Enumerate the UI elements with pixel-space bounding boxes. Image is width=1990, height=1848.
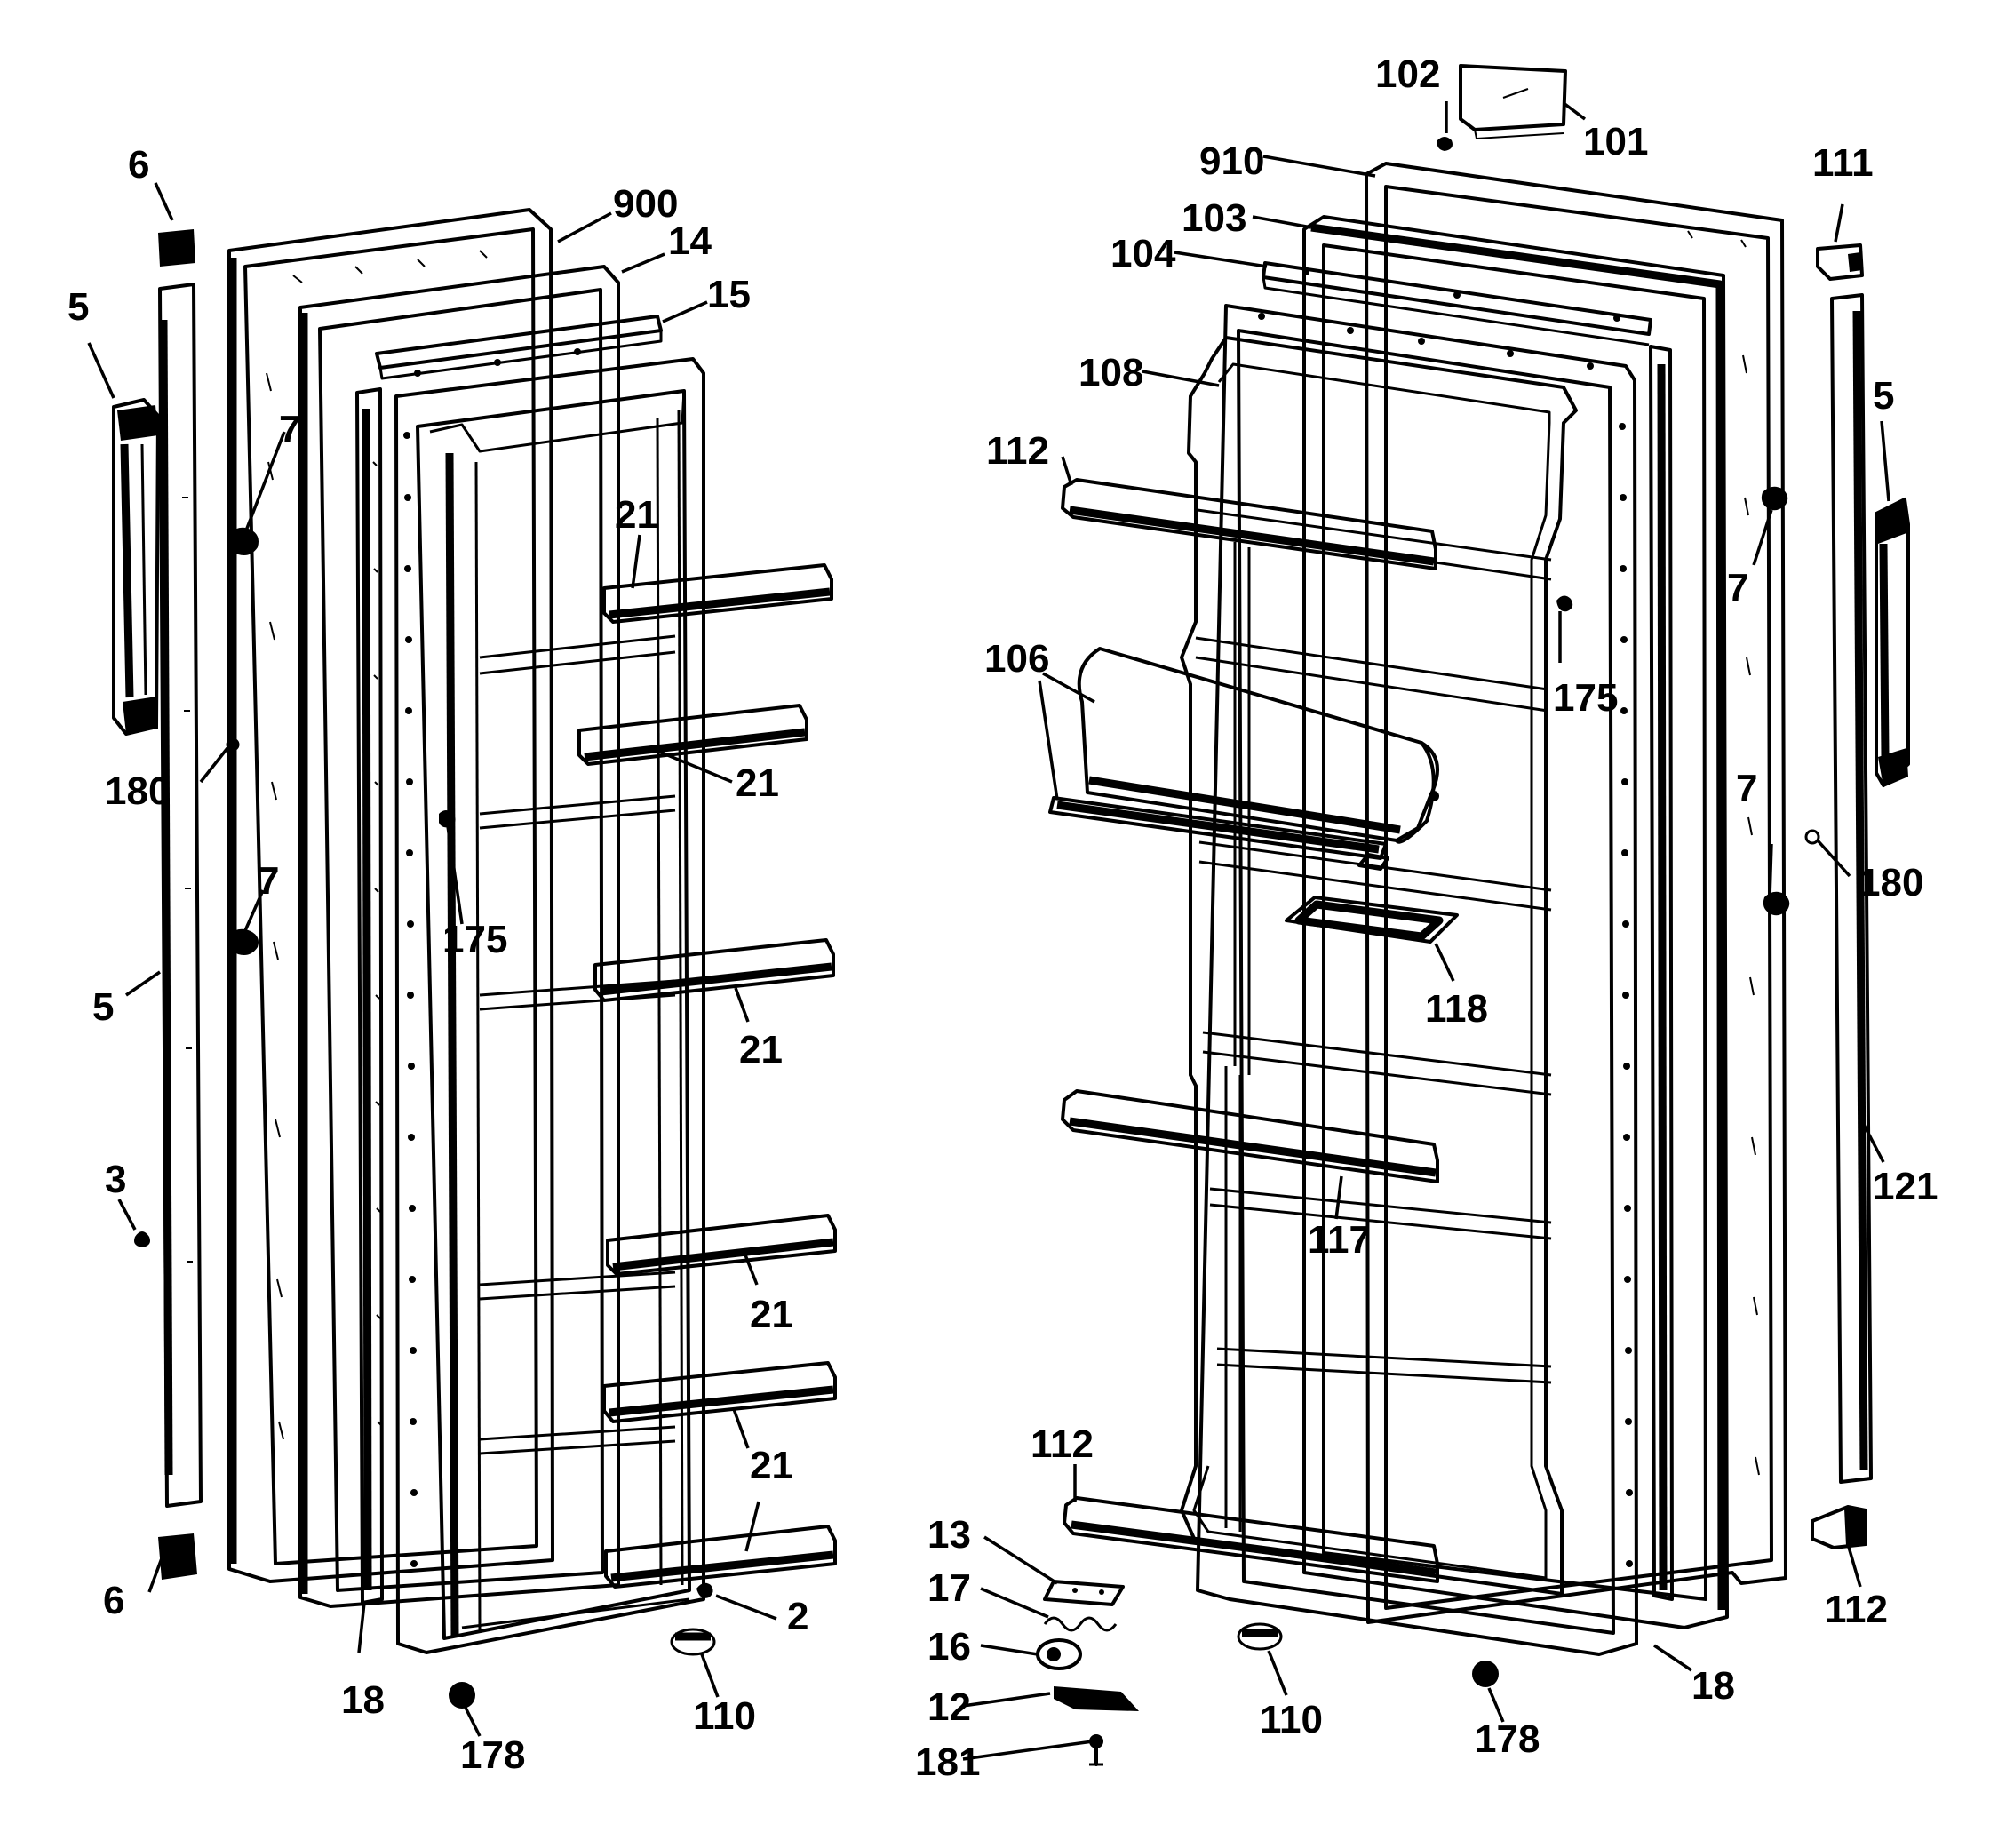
part-112-shelf-bar-upper [1061,478,1437,570]
part-110-cap-left [670,1628,716,1656]
callout-3: 3 [105,1158,126,1201]
part-102-screw [1437,137,1453,151]
callout-180-right: 180 [1859,861,1923,904]
part-6-end-cap-top [158,229,195,267]
callout-175-left: 175 [442,918,507,961]
part-21-shelf-bar-1 [602,563,833,624]
callout-180-left: 180 [105,769,170,813]
callout-21-1: 21 [615,493,658,537]
part-111-hinge-top [1816,243,1864,281]
callout-7-lower-left: 7 [258,859,279,903]
callout-7-upper-left: 7 [279,408,300,451]
part-21-shelf-bar-2 [577,704,808,766]
callout-112-hinge: 112 [1825,1588,1888,1631]
part-21-shelf-bar-4 [606,1214,837,1276]
part-3-cap [134,1231,150,1247]
callout-104: 104 [1110,232,1176,275]
part-2-clip [696,1582,713,1598]
part-910-outer-door-panel [1365,162,1787,1624]
callout-7-lower-right: 7 [1736,767,1757,810]
callout-900: 900 [613,182,678,226]
callout-5-right: 5 [1873,374,1894,418]
callout-21-2: 21 [736,761,779,805]
part-103-door-frame [1302,215,1729,1629]
callout-112-upper: 112 [986,429,1049,473]
part-21-shelf-bar-3 [593,938,835,1002]
part-6-end-cap-bottom [158,1533,197,1580]
callout-103: 103 [1182,196,1246,240]
part-181-screw [1089,1734,1103,1766]
part-18-gasket-right [1649,345,1674,1601]
callout-5-handle: 5 [68,285,89,329]
part-117-shelf-bar [1061,1089,1439,1183]
part-175-screw-right [1556,595,1573,612]
callout-175-right: 175 [1553,676,1618,720]
part-15-retainer-strip [375,315,663,380]
part-104-retainer-strip [1262,261,1652,346]
part-900-outer-door-panel [227,208,554,1583]
part-5-handle-right [1875,498,1910,787]
callout-118: 118 [1425,987,1488,1031]
part-17-shim [1043,1616,1118,1632]
right-door-assembly [1036,64,1910,1766]
callout-102: 102 [1375,52,1440,96]
callout-112-lower: 112 [1031,1422,1094,1466]
callout-178-left: 178 [460,1733,525,1777]
callout-106: 106 [984,637,1049,681]
part-5-trim-strip-left [158,283,203,1508]
callout-101: 101 [1583,120,1648,163]
part-21-shelf-bar-5 [602,1361,837,1423]
callout-178-right: 178 [1475,1717,1540,1761]
callout-110-right: 110 [1260,1698,1323,1741]
part-121-trim-strip-right [1830,293,1873,1484]
callout-2: 2 [787,1595,808,1638]
callout-14: 14 [668,219,712,263]
callout-910: 910 [1199,139,1264,183]
callout-21-4: 21 [750,1293,793,1336]
part-13-hinge-plate [1043,1580,1125,1606]
callout-12: 12 [927,1685,971,1729]
part-178-foot-right [1472,1661,1499,1687]
part-175-screw-left [439,810,456,828]
callout-18-right: 18 [1692,1664,1735,1708]
part-110-cap-right [1237,1622,1283,1651]
callout-18-left: 18 [341,1678,385,1722]
callout-16: 16 [927,1625,971,1669]
part-7-hinge-right-upper [1761,486,1788,511]
callout-108: 108 [1079,351,1143,394]
callout-21-3: 21 [739,1028,783,1071]
callout-7-upper-right: 7 [1727,566,1748,609]
part-5-handle-left [112,398,160,736]
part-106-butter-compartment [1048,647,1439,871]
part-18-gasket-left [355,387,384,1605]
part-108-door-liner [1180,304,1638,1656]
part-178-foot-left [449,1682,475,1709]
callout-17: 17 [927,1566,971,1610]
leader-lines [87,101,1890,1761]
part-21-shelf-bar-6 [604,1525,837,1589]
callout-5-strip: 5 [92,985,114,1029]
callout-181: 181 [915,1740,980,1784]
part-112-hinge-bottom [1811,1505,1867,1549]
part-118-tray [1285,896,1459,944]
callout-13: 13 [927,1513,971,1557]
part-180-plug-right [1804,829,1820,845]
callout-labels: 6 5 7 180 7 5 3 6 900 14 15 21 21 21 21 … [68,52,1938,1784]
callout-110-left: 110 [693,1694,756,1738]
callout-15: 15 [707,273,751,316]
callout-21-5: 21 [750,1444,793,1487]
part-12-hinge [1054,1686,1139,1711]
callout-121: 121 [1873,1165,1938,1208]
callout-117: 117 [1308,1218,1371,1262]
left-door-assembly [112,208,837,1709]
callout-6-bottom: 6 [103,1579,124,1622]
part-101-cover [1459,64,1567,140]
callout-111: 111 [1812,141,1874,185]
part-16-bushing [1036,1638,1082,1670]
callout-6-top: 6 [128,143,149,187]
part-112-shelf-bar-lower [1063,1496,1439,1583]
